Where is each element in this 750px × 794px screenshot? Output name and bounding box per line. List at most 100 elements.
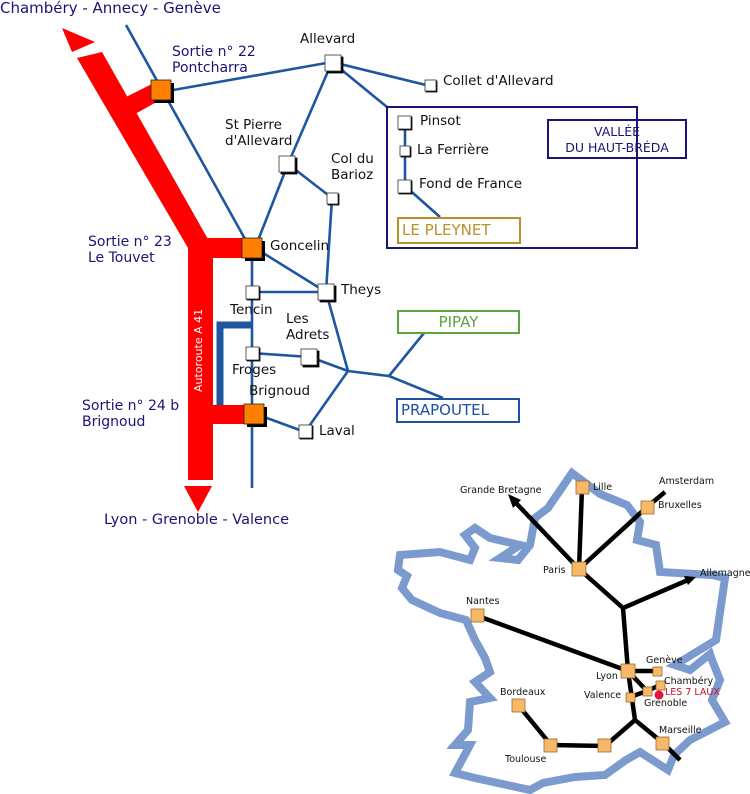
city-node-bruxelles: [640, 500, 655, 515]
resort-prapoutel[interactable]: PRAPOUTEL: [396, 398, 520, 423]
local-roads: [124, 24, 444, 488]
motorway-a41: [62, 28, 250, 512]
label-allemagne: Allemagne: [700, 568, 750, 579]
label-toulouse: Toulouse: [505, 754, 547, 765]
road-junction-fork: [347, 369, 390, 378]
resort-le-pleynet[interactable]: LE PLEYNET: [397, 217, 521, 244]
route-nantes-lyon: [477, 613, 629, 674]
exit-node-brignoud: [243, 403, 265, 425]
road-col-theys: [324, 197, 334, 293]
node-col-barioz: [326, 192, 339, 205]
node-ferriere: [399, 145, 411, 157]
label-chambery: Chambéry: [664, 676, 714, 687]
label-allevard: Allevard: [300, 31, 356, 47]
label-les-7-laux: LES 7 LAUX: [665, 687, 720, 698]
south-destination: Lyon - Grenoble - Valence: [104, 512, 290, 528]
exit-node-goncelin: [241, 237, 263, 259]
city-node-chambery: [655, 680, 666, 691]
city-node-grenoble: [642, 686, 653, 697]
label-amsterdam: Amsterdam: [659, 476, 715, 487]
label-marseille: Marseille: [659, 725, 702, 736]
node-theys: [317, 283, 335, 301]
label-col-du-barioz: Col du Barioz: [331, 151, 374, 183]
thick-blue-link: [216, 321, 252, 405]
label-la-ferriere: La Ferrière: [417, 142, 489, 158]
city-node-paris: [571, 561, 587, 577]
city-node-bordeaux: [511, 698, 526, 713]
label-valence: Valence: [584, 690, 622, 701]
france-outline: [393, 467, 731, 794]
node-allevard: [324, 54, 342, 72]
label-tencin: Tencin: [230, 302, 273, 318]
label-collet-allevard: Collet d'Allevard: [443, 73, 554, 89]
road-to-pipay: [387, 332, 426, 377]
exit-24b-label: Sortie n° 24 b Brignoud: [82, 398, 180, 431]
road-laval-junction: [303, 370, 350, 433]
city-node-marseille: [655, 736, 670, 751]
node-pinsot: [397, 115, 412, 130]
label-lille: Lille: [593, 482, 613, 493]
label-bordeaux: Bordeaux: [500, 687, 546, 698]
label-fond-de-france: Fond de France: [419, 176, 523, 192]
city-node-lyon: [620, 663, 636, 679]
label-grande-bretagne: Grande Bretagne: [460, 485, 542, 496]
route-to-allemagne: [622, 577, 689, 611]
road-goncelin-theys: [254, 246, 327, 294]
node-stpierre: [278, 155, 296, 173]
city-node-geneve: [652, 666, 663, 677]
road-to-prapoutel: [388, 374, 444, 400]
valley-frame: [386, 106, 638, 249]
exit-23-spur: [200, 238, 250, 258]
city-node-toulouse: [543, 738, 558, 753]
road-allevard-stpierre: [286, 61, 334, 165]
motorway-north-segment: [77, 52, 213, 248]
node-froges: [245, 346, 260, 361]
label-paris: Paris: [543, 565, 566, 576]
route-montpellier-toulouse: [550, 742, 606, 749]
label-st-pierre-allevard: St Pierre d'Allevard: [225, 117, 293, 149]
exit-22-label: Sortie n° 22 Pontcharra: [172, 44, 256, 77]
exit-node-pontcharra: [150, 79, 172, 101]
village-nodes: [245, 54, 437, 439]
city-node-montpellier: [597, 738, 612, 753]
road-allevard-collet: [331, 60, 431, 88]
label-geneve: Genève: [646, 655, 683, 666]
node-les-adrets: [300, 348, 318, 366]
city-node-valence: [625, 692, 636, 703]
label-laval: Laval: [319, 423, 355, 439]
label-les-adrets: Les Adrets: [286, 311, 330, 343]
exit-24b-spur: [200, 405, 250, 424]
route-junction-lyon: [620, 607, 631, 672]
label-theys: Theys: [341, 282, 382, 298]
node-fond-de-france: [397, 179, 412, 194]
resort-dot-les-7-laux: [654, 690, 664, 700]
label-lyon: Lyon: [596, 671, 618, 682]
road-theys-junction: [324, 291, 350, 372]
resort-pipay[interactable]: PIPAY: [397, 310, 520, 334]
arrow-grande-bretagne: [508, 494, 521, 508]
node-collet: [424, 79, 437, 92]
label-pinsot: Pinsot: [420, 113, 461, 129]
city-nodes: [470, 480, 670, 753]
label-froges: Froges: [232, 362, 277, 378]
label-grenoble: Grenoble: [644, 698, 688, 709]
route-paris-lille: [576, 487, 585, 570]
road-froges-adrets: [251, 351, 311, 359]
route-paris-bruxelles: [577, 505, 649, 571]
label-goncelin: Goncelin: [270, 238, 330, 254]
node-laval: [298, 424, 313, 439]
exit-nodes: [150, 79, 267, 427]
road-stpierre-goncelin: [253, 163, 290, 249]
label-brignoud: Brignoud: [249, 383, 311, 399]
road-pontcharra-goncelin: [124, 24, 252, 249]
arrow-allemagne: [684, 576, 696, 585]
route-toulouse-bordeaux: [517, 704, 553, 747]
city-node-nantes: [470, 608, 485, 623]
valley-haut-breda-box: VALLÉE DU HAUT-BRÉDA: [547, 119, 687, 159]
route-paris-gb: [513, 500, 581, 571]
exit-23-label: Sortie n° 23 Le Touvet: [88, 234, 172, 267]
city-node-lille: [575, 480, 590, 495]
motorway-name: Autoroute A 41: [192, 308, 205, 392]
label-nantes: Nantes: [466, 596, 500, 607]
